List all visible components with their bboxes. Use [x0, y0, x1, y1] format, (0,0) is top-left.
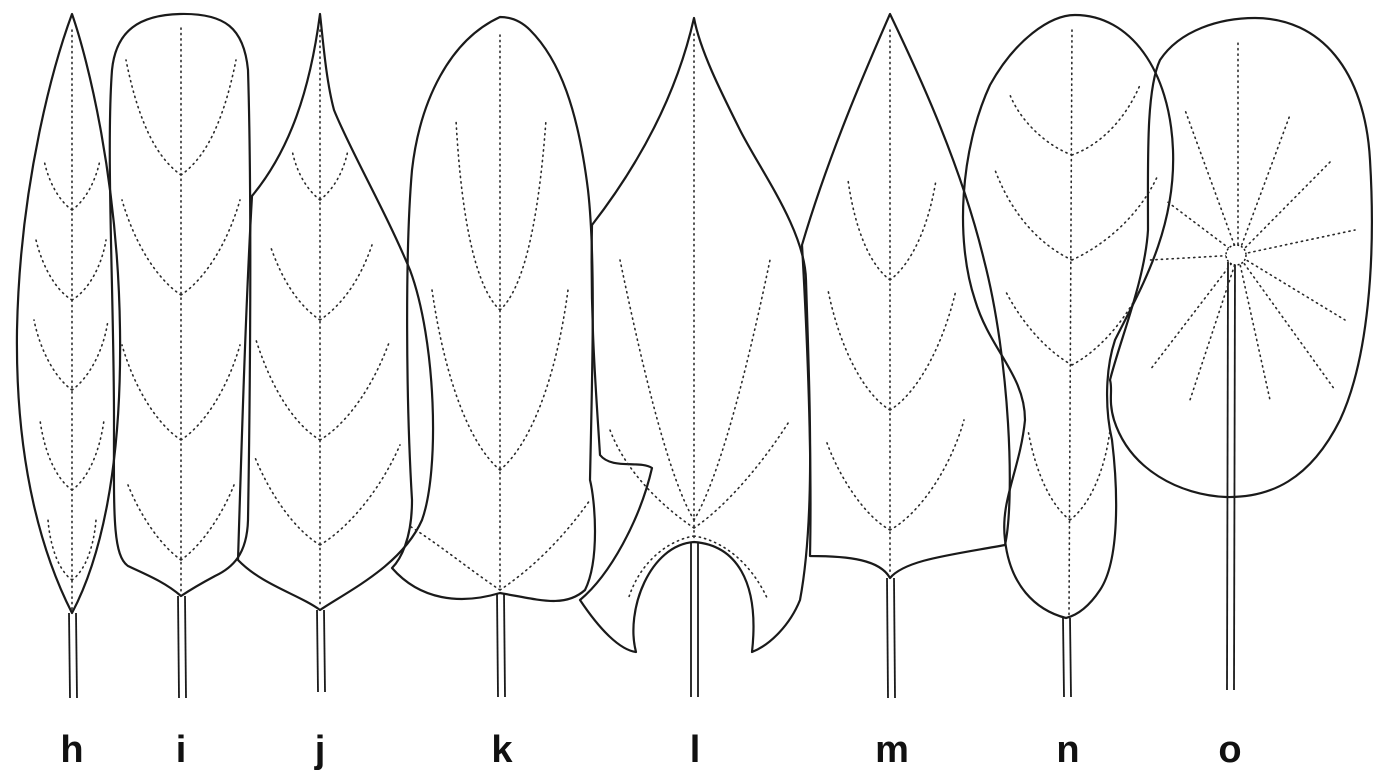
leaf-label-n: n	[1056, 729, 1079, 771]
leaf-i-petiole	[178, 596, 186, 698]
leaf-label-o: o	[1218, 729, 1241, 771]
leaf-m-blade	[802, 14, 1010, 578]
leaf-j-blade	[238, 14, 433, 610]
leaf-h	[17, 14, 120, 698]
leaf-labels: h i j k l m n o	[60, 729, 1241, 771]
leaf-n-petiole	[1063, 618, 1071, 697]
leaf-n-blade	[963, 15, 1173, 618]
leaf-m-petiole	[887, 578, 895, 698]
leaf-h-petiole	[69, 613, 77, 698]
leaf-n	[963, 15, 1173, 697]
leaf-l-blade	[580, 18, 810, 652]
leaf-h-veins	[34, 30, 108, 612]
leaf-l	[580, 18, 810, 697]
leaf-k-blade	[392, 17, 595, 601]
leaf-label-m: m	[875, 729, 909, 771]
leaf-o	[1110, 18, 1372, 690]
leaf-h-blade	[17, 14, 120, 613]
leaf-n-veins	[995, 30, 1158, 615]
leaf-j-petiole	[317, 610, 325, 692]
leaf-j-veins	[254, 30, 400, 606]
leaf-label-k: k	[491, 729, 513, 771]
leaf-o-petiole	[1227, 262, 1235, 690]
leaf-label-h: h	[60, 729, 83, 771]
leaf-label-i: i	[176, 729, 187, 771]
leaf-k	[392, 17, 595, 697]
leaf-i-veins	[122, 28, 240, 594]
leaf-label-j: j	[314, 729, 326, 771]
leaf-i	[110, 14, 251, 698]
leaf-label-l: l	[690, 729, 701, 771]
leaf-k-veins	[408, 35, 590, 590]
leaf-o-veins	[1150, 40, 1355, 400]
leaf-i-blade	[110, 14, 251, 596]
leaf-m-veins	[826, 30, 964, 575]
leaf-k-petiole	[497, 593, 505, 697]
leaf-j	[238, 14, 433, 692]
leaf-l-petiole	[691, 542, 698, 697]
